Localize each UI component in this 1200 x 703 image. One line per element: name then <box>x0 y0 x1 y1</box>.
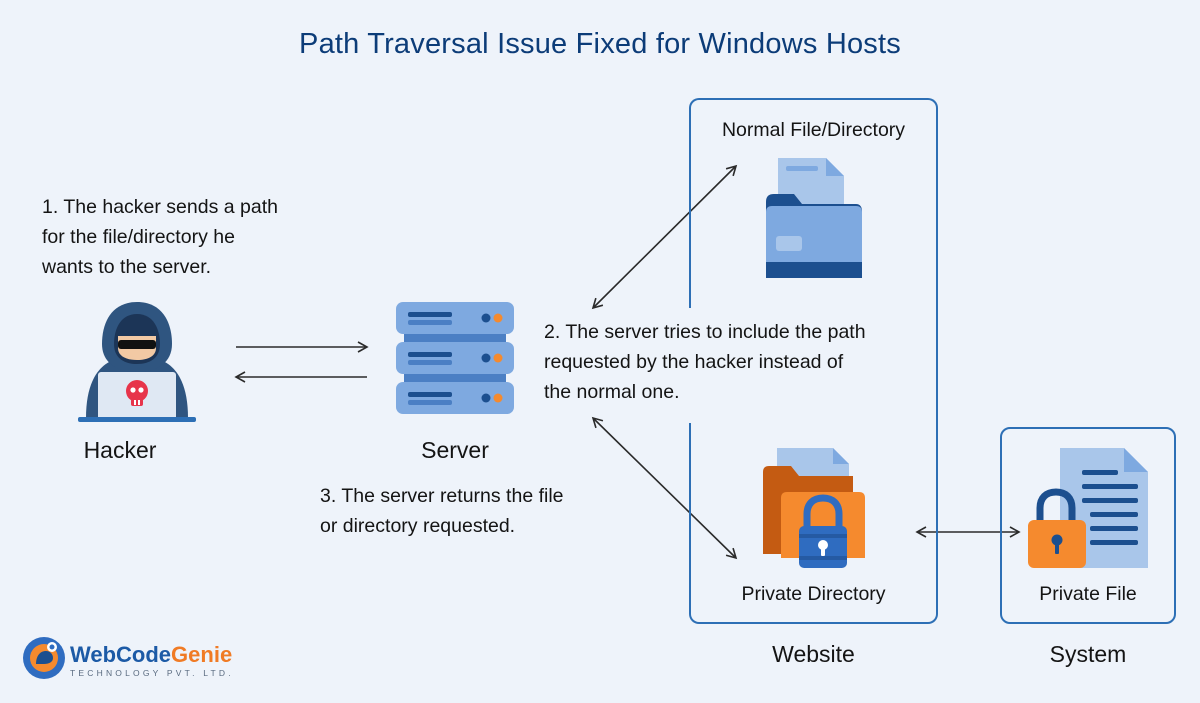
logo-name-part2: Genie <box>171 642 233 667</box>
step-2-line: the normal one. <box>544 381 680 403</box>
website-frame-bottom <box>689 423 938 624</box>
step-2-text: 2. The server tries to include the path … <box>544 317 934 407</box>
logo-icon <box>23 637 65 679</box>
private-folder-icon <box>763 448 865 568</box>
step-1-text: 1. The hacker sends a path for the file/… <box>42 192 342 282</box>
logo-name-part1: WebCode <box>70 642 172 667</box>
logo-name: WebCodeGenie <box>70 642 234 668</box>
private-directory-label: Private Directory <box>741 583 886 605</box>
hacker-label: Hacker <box>83 437 157 463</box>
private-file-icon <box>1028 448 1148 568</box>
step-1-line: 1. The hacker sends a path <box>42 196 278 218</box>
server-icon <box>396 302 514 414</box>
step-3-text: 3. The server returns the file or direct… <box>320 481 620 541</box>
step-3-line: 3. The server returns the file <box>320 485 564 507</box>
hacker-icon <box>78 302 196 422</box>
step-3-line: or directory requested. <box>320 515 516 537</box>
step-1-line: wants to the server. <box>42 256 212 278</box>
logo-wordmark: WebCodeGenie TECHNOLOGY PVT. LTD. <box>70 642 234 678</box>
private-file-label: Private File <box>1039 583 1137 605</box>
website-frame-top <box>689 98 938 308</box>
step-2-line: requested by the hacker instead of <box>544 351 844 373</box>
logo-tagline: TECHNOLOGY PVT. LTD. <box>70 668 234 678</box>
page-title: Path Traversal Issue Fixed for Windows H… <box>299 28 901 60</box>
step-2-line: 2. The server tries to include the path <box>544 321 866 343</box>
website-frame-right <box>936 300 938 440</box>
step-1-line: for the file/directory he <box>42 226 235 248</box>
folder-icon <box>766 158 862 278</box>
system-frame <box>1000 427 1176 624</box>
arrow-server-normal-file <box>591 164 738 310</box>
server-label: Server <box>421 437 489 463</box>
system-group-label: System <box>1049 641 1127 667</box>
website-group-label: Website <box>772 641 855 667</box>
arrow-server-private-directory <box>591 416 738 560</box>
normal-file-label: Normal File/Directory <box>721 119 906 141</box>
